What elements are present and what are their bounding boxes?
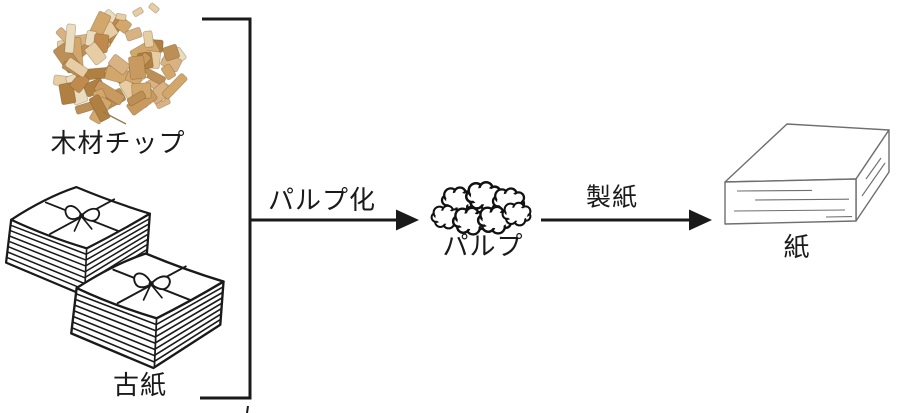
- pulping-edge-label: パルプ化: [267, 185, 377, 215]
- pulp-label: パルプ: [442, 231, 524, 261]
- papermaking-arrow: [541, 209, 712, 231]
- waste-paper-illustration: [4, 185, 225, 370]
- arrowhead-icon: [689, 209, 712, 231]
- waste-paper-label: 古紙: [112, 370, 168, 400]
- papermaking-edge-label: 製紙: [585, 183, 639, 212]
- flow-bracket: [200, 17, 252, 413]
- cloud-puff: [501, 201, 532, 227]
- pulping-arrow: [250, 209, 419, 231]
- arrowhead-icon: [396, 209, 419, 231]
- wood-chips-label: 木材チップ: [50, 128, 186, 158]
- cloud-puff: [451, 206, 487, 236]
- paper-label: 紙: [783, 232, 811, 262]
- wood-chips-illustration: [52, 2, 188, 125]
- cloud-puff: [440, 186, 475, 214]
- paper-ream-illustration: [724, 123, 890, 225]
- paper-bundle-front: [70, 252, 225, 370]
- pulp-cloud-illustration: [430, 180, 532, 236]
